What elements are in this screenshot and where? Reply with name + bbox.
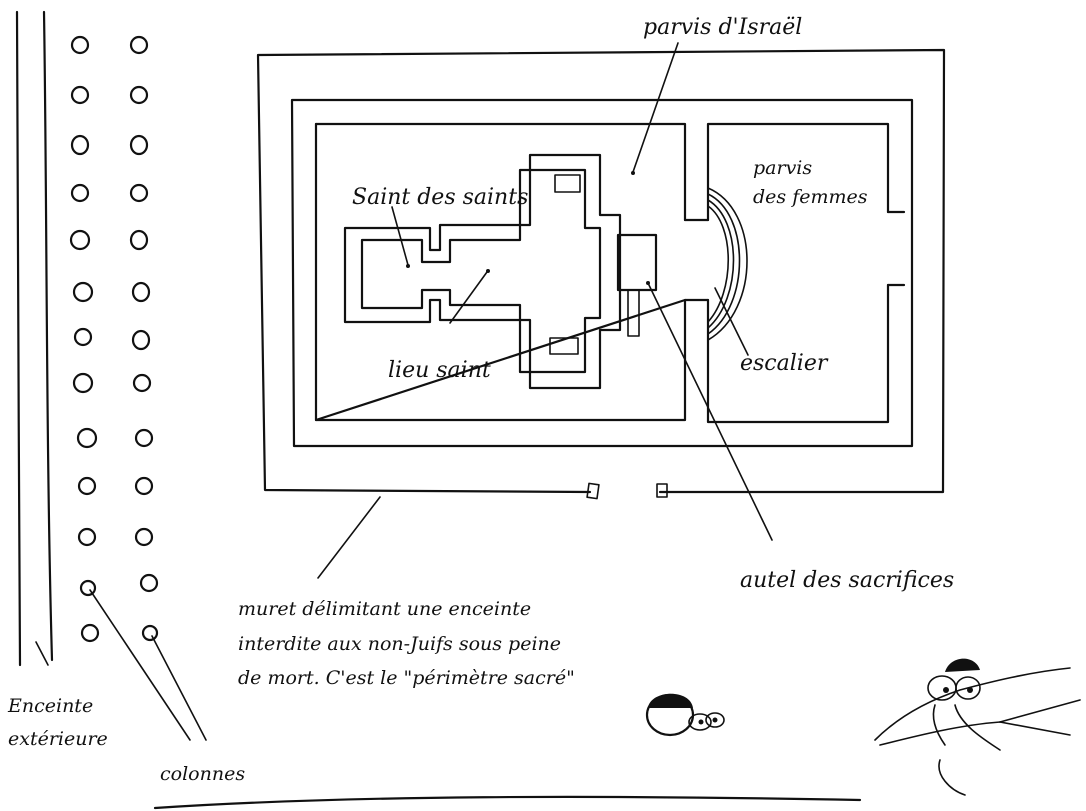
label-escalier: escalier — [740, 351, 829, 376]
cartoon-bird-character — [874, 658, 1081, 796]
label-parvis-israel: parvis d'Israël — [643, 15, 802, 40]
label-muret-line3: de mort. C'est le "périmètre sacré" — [238, 667, 575, 689]
staircase — [707, 187, 748, 341]
sacred-perimeter-wall — [256, 48, 946, 500]
outer-enclosure-wall — [15, 10, 54, 667]
label-muret-line1: muret délimitant une enceinte — [238, 598, 531, 620]
label-autel: autel des sacrifices — [740, 568, 954, 593]
label-lieu-saint: lieu saint — [388, 358, 491, 383]
label-parvis-femmes-line1: parvis — [753, 157, 812, 179]
label-parvis-femmes-line2: des femmes — [753, 186, 868, 208]
sanctuary — [343, 153, 622, 390]
columns — [69, 35, 159, 643]
label-enceinte-line2: extérieure — [8, 728, 108, 750]
label-muret-line2: interdite aux non-Juifs sous peine — [238, 633, 561, 655]
pointer-lines — [35, 42, 773, 741]
label-colonnes: colonnes — [160, 763, 245, 785]
cartoon-figure-small — [645, 693, 725, 737]
altar — [616, 233, 658, 337]
label-enceinte-line1: Enceinte — [7, 695, 93, 717]
court-walls — [290, 98, 914, 448]
ground-line — [153, 795, 862, 810]
label-saint-des-saints: Saint des saints — [352, 185, 528, 210]
